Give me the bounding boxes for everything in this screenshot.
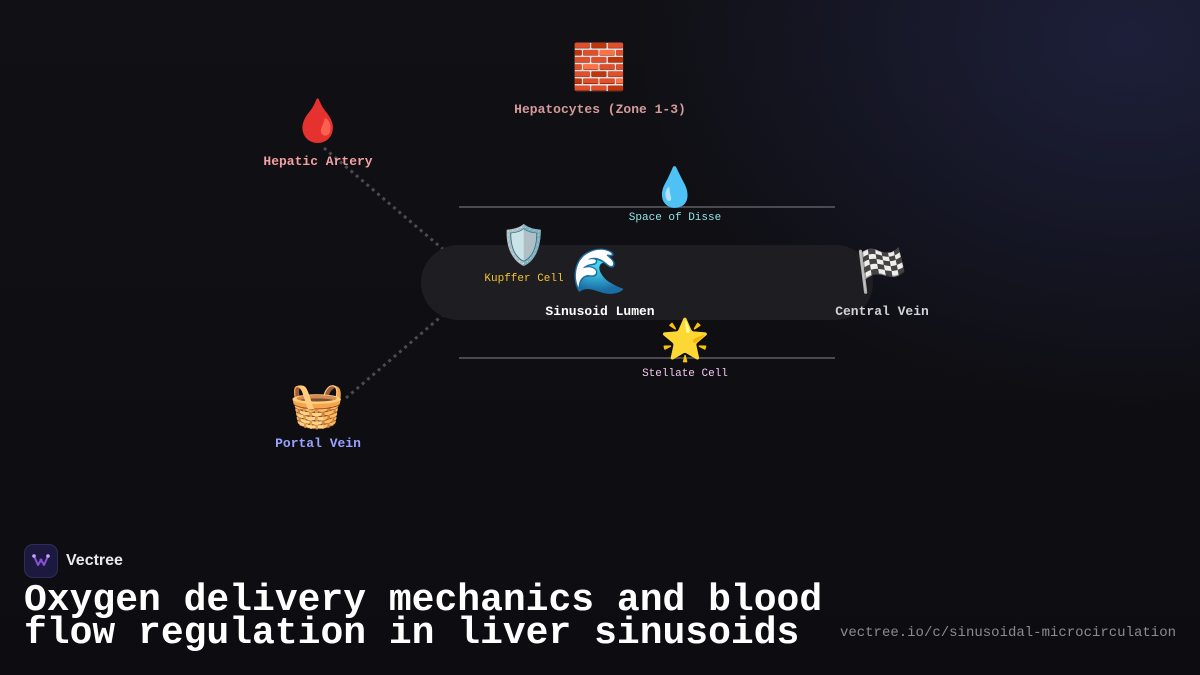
shield-icon: 🛡️ (500, 223, 548, 267)
checkered-flag-icon: 🏁 (855, 246, 909, 295)
connector-hepatic-artery-to-lumen (323, 146, 459, 264)
vectree-logo-icon (24, 544, 58, 578)
brand-name: Vectree (66, 552, 123, 569)
page-title: Oxygen delivery mechanics and blood flow… (24, 579, 823, 655)
wave-icon: 🌊 (571, 246, 627, 297)
upper-endothelial-membrane (459, 206, 835, 208)
lower-endothelial-membrane (459, 357, 835, 359)
kupffer-cell-label: Kupffer Cell (484, 273, 564, 285)
connector-portal-vein-to-lumen (345, 300, 459, 400)
sinusoid-lumen-channel (421, 245, 873, 320)
glowing-star-icon: 🌟 (660, 317, 710, 363)
space-of-disse-label: Space of Disse (628, 212, 722, 224)
hepatocytes-label: Hepatocytes (Zone 1-3) (514, 102, 686, 117)
portal-vein-label: Portal Vein (275, 436, 361, 451)
basket-icon: 🧺 (289, 380, 345, 431)
blood-drop-icon: 🩸 (291, 96, 345, 145)
central-vein-label: Central Vein (835, 304, 929, 319)
vectree-logo-mark (32, 554, 50, 566)
water-droplet-icon: 💧 (651, 165, 699, 209)
stellate-cell-label: Stellate Cell (642, 368, 728, 380)
hepatic-artery-label: Hepatic Artery (263, 154, 373, 169)
page-url[interactable]: vectree.io/c/sinusoidal-microcirculation (839, 625, 1176, 641)
brick-wall-icon: 🧱 (571, 42, 627, 93)
sinusoid-lumen-label: Sinusoid Lumen (545, 304, 655, 319)
